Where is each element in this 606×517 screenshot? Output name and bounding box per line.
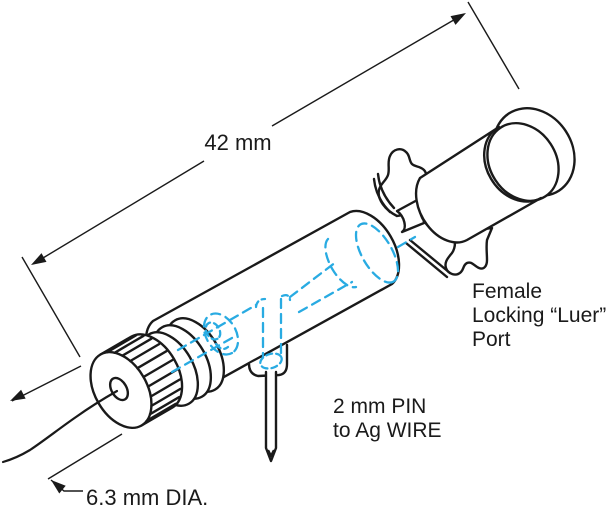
length-dimension-label: 42 mm [204,130,272,155]
pin-label: 2 mm PIN to Ag WIRE [333,395,442,443]
length-dimension-line-upper [271,13,465,127]
length-dimension-line-lower [32,160,205,265]
diameter-dimension-label: 6.3 mm DIA. [86,485,209,510]
port-flange-inner [486,122,560,202]
ag-wire [1,389,119,464]
arrowhead [450,13,466,25]
pin-shaft [264,370,278,463]
pin-label-line2: to Ag WIRE [333,419,442,442]
port-cylinder [414,125,543,244]
knurl-ridges [105,334,182,423]
internal-cone-right-rim [324,237,358,289]
wing-plate-edge [372,177,392,214]
arrowhead [10,389,26,401]
channel-lower [170,336,234,374]
wing-plate-edge [376,172,396,210]
channel-upper [288,260,338,299]
arrowhead [51,480,66,494]
arrowhead [31,253,47,265]
internal-cone-left [202,312,240,356]
port-label-line2: Locking “Luer” [472,304,606,327]
holder-body [1,107,576,464]
port-label-line3: Port [472,328,511,351]
diameter-extension-line [47,433,123,480]
extension-line-bottom-left [21,256,81,358]
wing-plate-edge [408,238,452,275]
pin-dome [247,343,289,378]
channel-into-neck [396,235,417,249]
pin-tip-notch [267,449,275,458]
internal-cone-right [354,222,400,284]
port-label: Female Locking “Luer” Port [472,280,606,352]
channel-lower [297,280,354,314]
hidden-channel-lines [170,222,417,374]
channel-upper [176,303,258,352]
pin-base-socket [259,352,283,370]
wing-plate-edge [404,241,449,279]
port-label-line1: Female [472,280,543,303]
dimension-lines [10,1,520,494]
extension-line-top-right [467,1,520,90]
junction-curl [280,293,292,302]
junction-curl [254,297,267,309]
pin-label-line1: 2 mm PIN [333,395,427,418]
